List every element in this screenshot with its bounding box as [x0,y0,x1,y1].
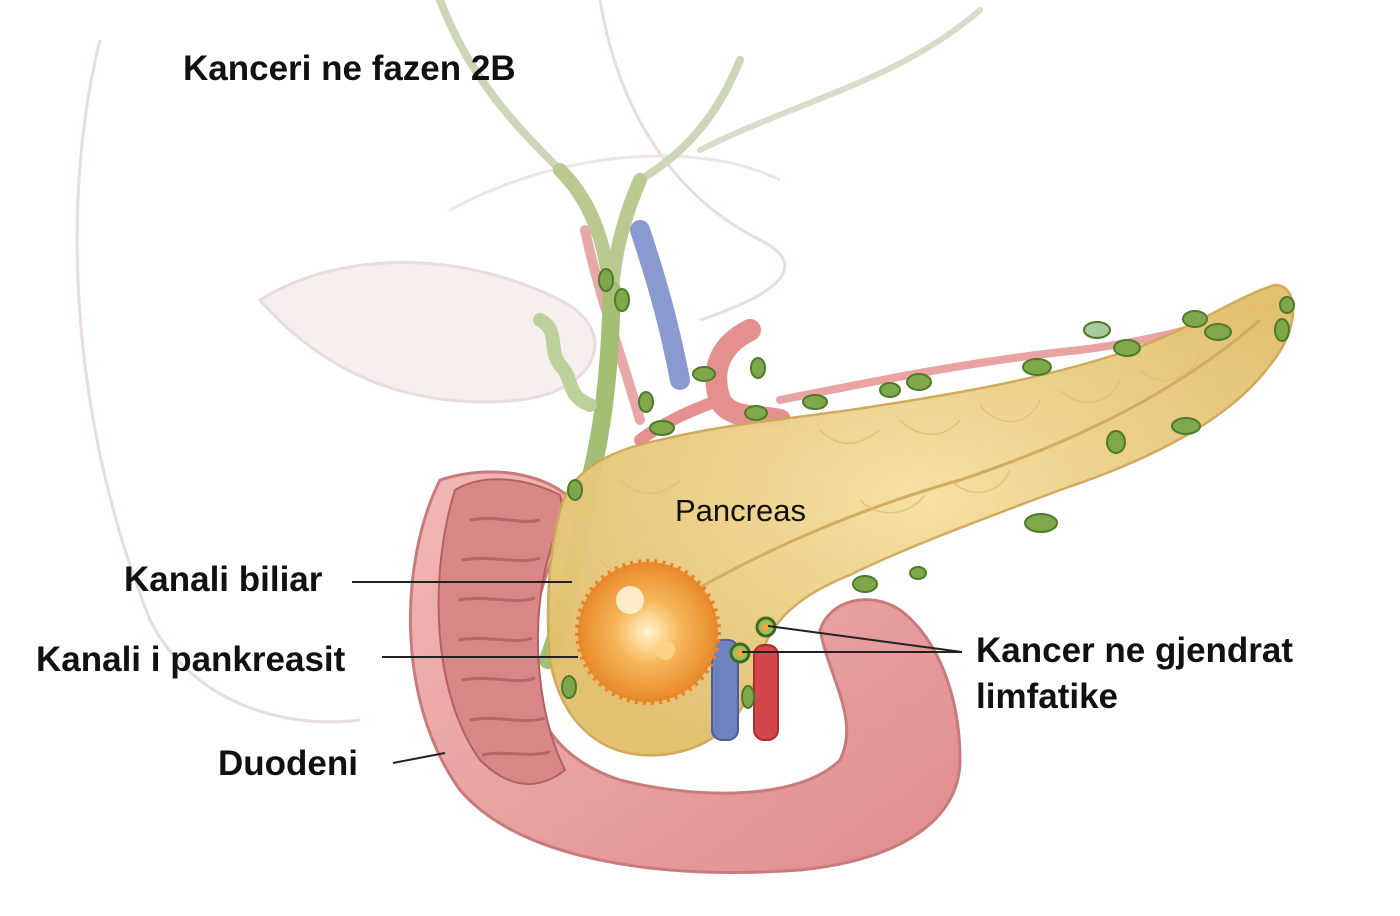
label-pancreatic-duct: Kanali i pankreasit [36,640,346,679]
tumor [575,559,721,705]
lymph-nodes [561,268,1295,709]
label-duodenum: Duodeni [218,744,358,783]
superior-mesenteric-vein [711,639,739,741]
label-pancreas: Pancreas [675,493,806,528]
background-organs [75,0,787,724]
label-bile-duct: Kanali biliar [124,560,323,599]
pancreas [546,283,1295,757]
leader-lines [352,581,963,764]
upper-ducts [436,0,983,425]
label-lymph-cancer-line1: Kancer ne gjendrat [976,631,1294,670]
label-lymph-cancer-line2: limfatike [976,677,1118,716]
duodenum [408,470,962,874]
diagram-title: Kanceri ne fazen 2B [183,49,516,88]
superior-mesenteric-artery [753,644,779,741]
cystic-duct [533,313,597,412]
